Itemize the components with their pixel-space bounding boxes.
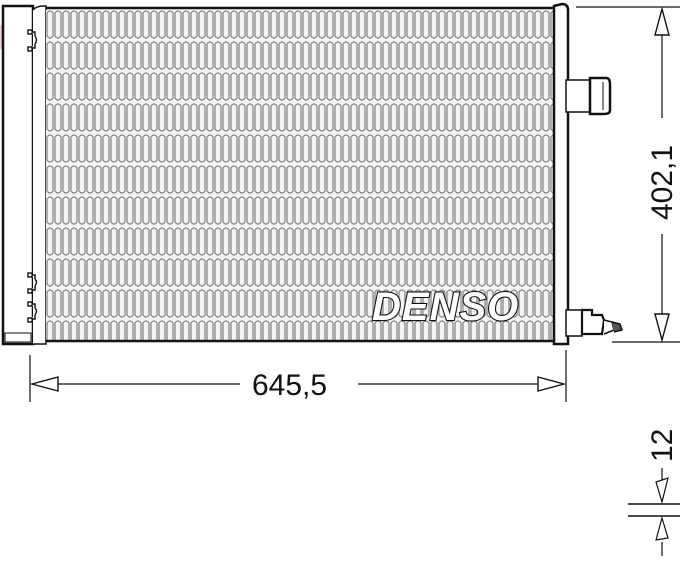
condenser-core <box>46 6 554 343</box>
right-header-tank <box>552 2 570 346</box>
inlet-connector <box>565 76 612 116</box>
thickness-dimension <box>628 468 680 556</box>
height-dimension-label: 402,1 <box>646 145 679 220</box>
left-brackets <box>27 29 38 323</box>
width-dimension-label: 645,5 <box>252 369 327 402</box>
thickness-dimension-label: 12 <box>646 429 679 462</box>
height-dimension <box>576 6 680 343</box>
left-header-tank <box>1 4 47 346</box>
brand-logo: DENSO <box>372 285 519 329</box>
width-dimension <box>29 350 567 402</box>
outlet-connector <box>565 308 623 337</box>
